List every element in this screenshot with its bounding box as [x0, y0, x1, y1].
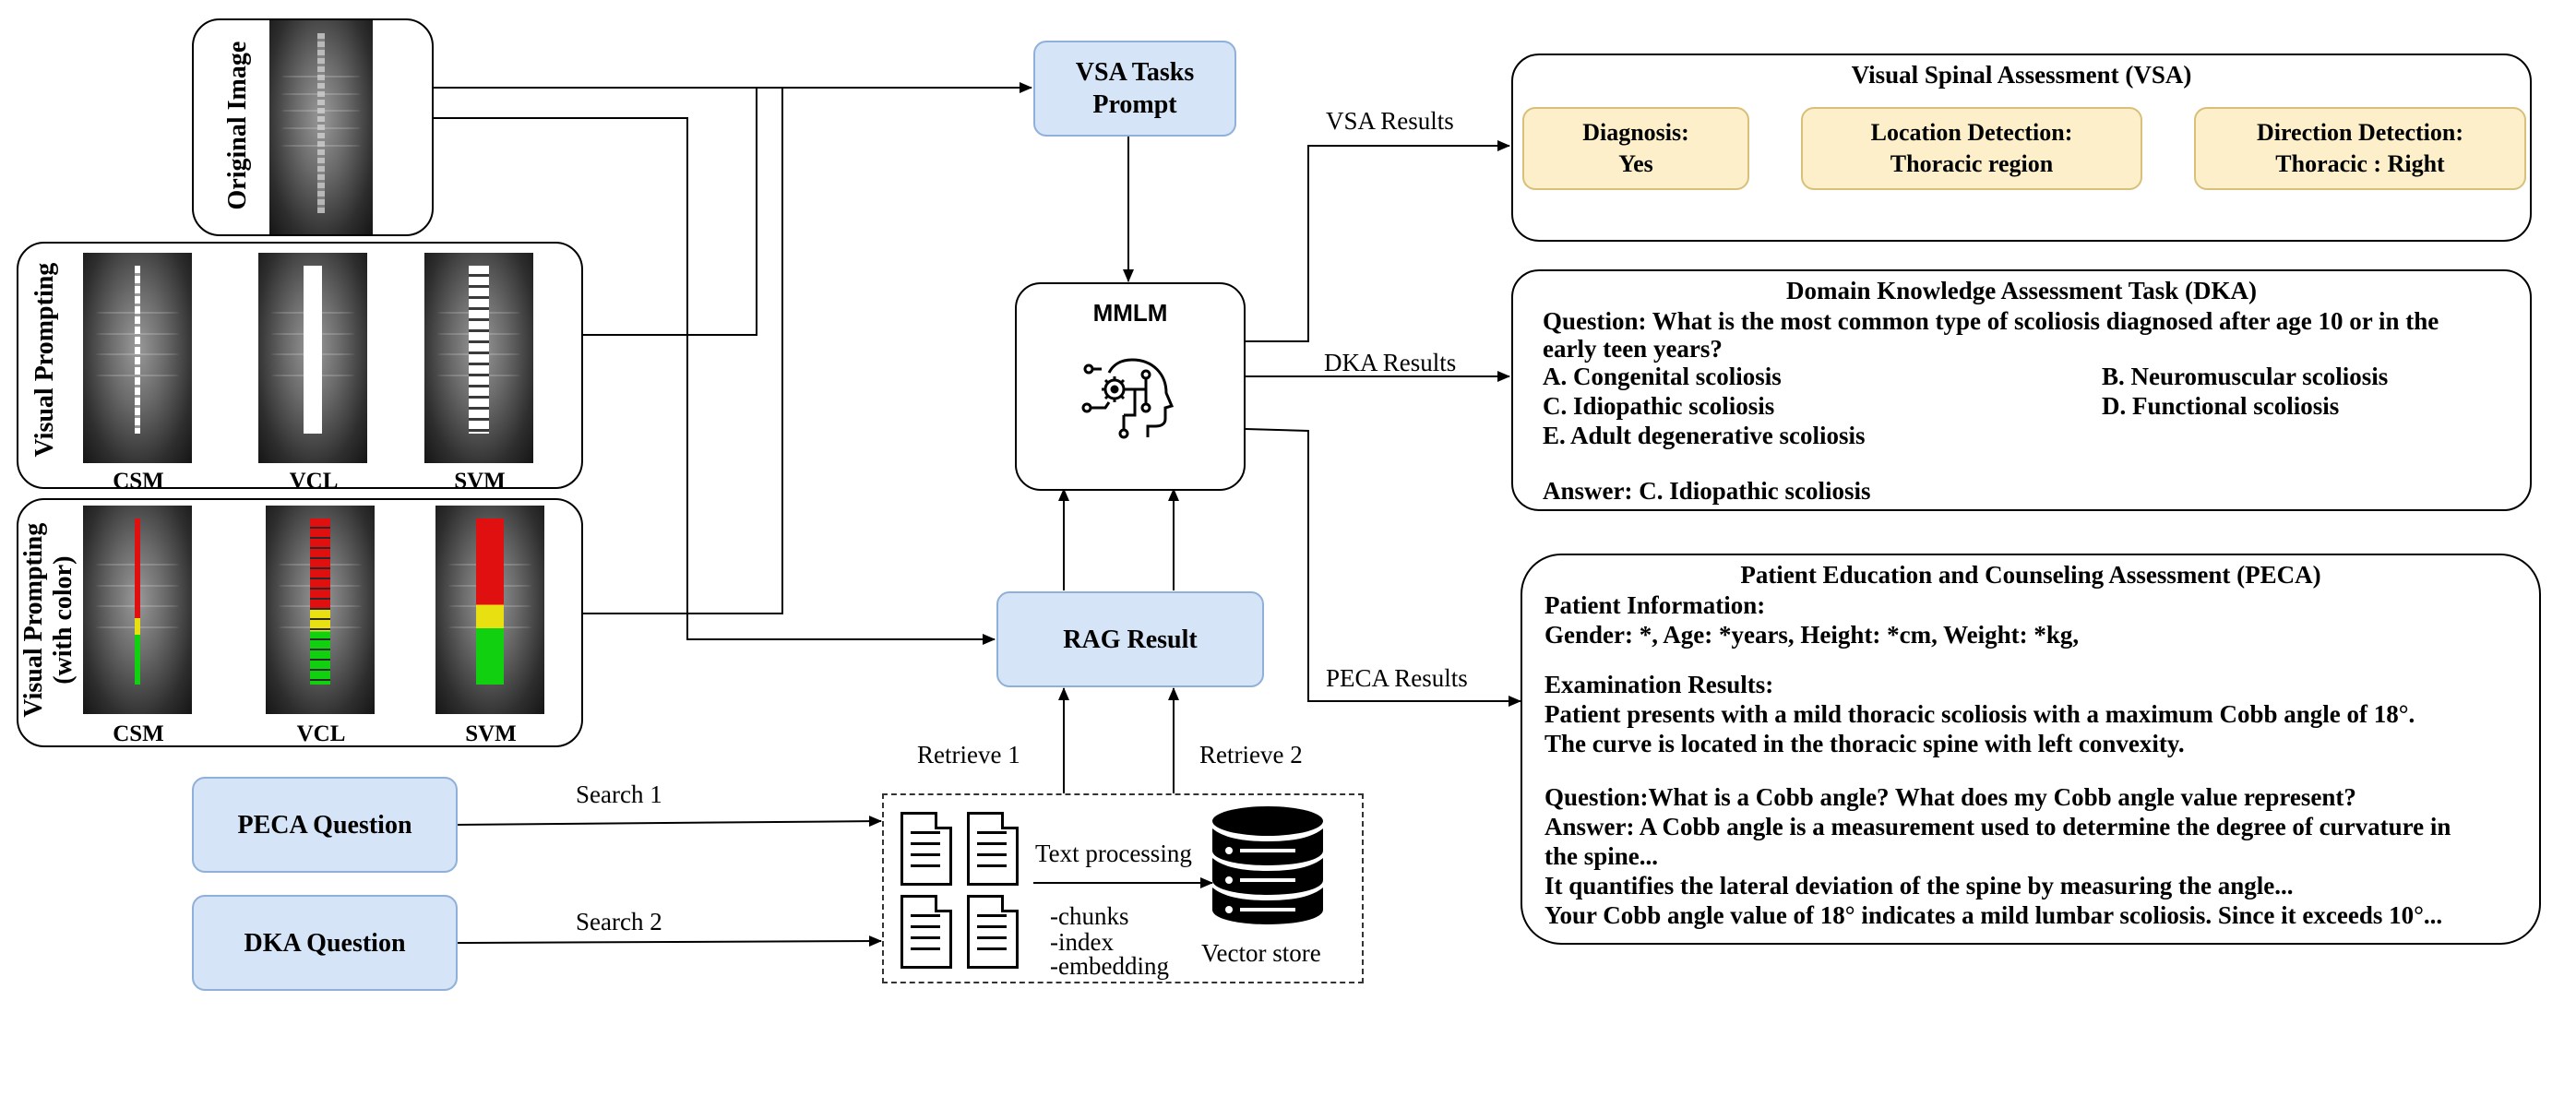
svm-xray-image [424, 253, 533, 463]
peca-results-label: PECA Results [1326, 664, 1468, 692]
dka-results-label: DKA Results [1324, 349, 1457, 376]
caption-vcl-color: VCL [296, 721, 346, 746]
dka-answer: Answer: C. Idiopathic scoliosis [1543, 477, 1871, 505]
peca-answer-line3: It quantifies the lateral deviation of t… [1544, 872, 2294, 899]
caption-vcl: VCL [289, 469, 339, 494]
dka-title: Domain Knowledge Assessment Task (DKA) [1785, 277, 2258, 304]
caption-svm: SVM [454, 469, 506, 494]
csm-color-xray-image [83, 506, 192, 714]
peca-panel: Patient Education and Counseling Assessm… [1521, 554, 2541, 945]
visual-prompting-color-label-line1: Visual Prompting [18, 522, 48, 718]
svm-color-xray-image [435, 506, 544, 714]
vcl-color-xray-image [266, 506, 375, 714]
caption-csm: CSM [113, 469, 164, 494]
vsa-results-label: VSA Results [1326, 107, 1454, 135]
peca-answer-line1: Answer: A Cobb angle is a measurement us… [1544, 813, 2451, 840]
dka-option-b: B. Neuromuscular scoliosis [2102, 363, 2389, 390]
dka-question-line2: early teen years? [1543, 335, 1723, 363]
vsa-panel: Visual Spinal Assessment (VSA) Diagnosis… [1511, 54, 2532, 242]
vsa-title: Visual Spinal Assessment (VSA) [1851, 61, 2192, 89]
vcl-xray-image [258, 253, 367, 463]
search-1-label: Search 1 [576, 780, 662, 808]
text-processing-label: Text processing [1035, 840, 1192, 867]
visual-prompting-color-label-line2: (with color) [49, 555, 78, 685]
peca-exam-line2: The curve is located in the thoracic spi… [1544, 730, 2185, 757]
peca-patient-info-heading: Patient Information: [1544, 591, 1766, 619]
original-image-panel: Original Image [192, 18, 434, 236]
location-value: Thoracic region [1890, 150, 2054, 177]
peca-patient-info: Gender: *, Age: *years, Height: *cm, Wei… [1544, 621, 2080, 649]
index-label: -index [1050, 928, 1114, 956]
peca-answer-line2: the spine... [1544, 842, 1659, 870]
vsa-prompt-line1: VSA Tasks [1075, 58, 1195, 87]
mmlm-label: MMLM [1092, 299, 1168, 327]
original-image-label: Original Image [222, 41, 252, 210]
peca-question-node: PECA Question [192, 777, 458, 873]
visual-prompting-color-panel: Visual Prompting (with color) CSM VCL SV… [17, 498, 583, 747]
dka-question-node: DKA Question [192, 895, 458, 991]
ai-head-icon [1081, 358, 1175, 439]
mmlm-node: MMLM [1015, 282, 1246, 491]
retrieve-1-label: Retrieve 1 [917, 741, 1020, 768]
document-icon-4 [967, 895, 1019, 969]
peca-exam-heading: Examination Results: [1544, 671, 1774, 698]
vsa-card-direction: Direction Detection: Thoracic : Right [2194, 107, 2526, 190]
database-icon [1212, 806, 1323, 924]
document-icon-1 [900, 812, 952, 886]
vsa-card-location: Location Detection: Thoracic region [1801, 107, 2142, 190]
diagnosis-heading: Diagnosis: [1582, 119, 1689, 147]
visual-prompting-label: Visual Prompting [30, 262, 59, 458]
visual-prompting-color-label: Visual Prompting (with color) [19, 505, 78, 735]
rag-result-node: RAG Result [996, 591, 1264, 687]
direction-value: Thoracic : Right [2275, 150, 2445, 177]
dka-option-e: E. Adult degenerative scoliosis [1543, 422, 1866, 449]
peca-title: Patient Education and Counseling Assessm… [1740, 561, 2321, 589]
caption-csm-color: CSM [113, 721, 164, 746]
vsa-prompt-line2: Prompt [1092, 90, 1177, 119]
dka-panel: Domain Knowledge Assessment Task (DKA) Q… [1511, 269, 2532, 511]
csm-xray-image [83, 253, 192, 463]
embedding-label: -embedding [1050, 952, 1169, 980]
vsa-card-diagnosis: Diagnosis: Yes [1522, 107, 1749, 190]
caption-svm-color: SVM [465, 721, 517, 746]
vector-store-label: Vector store [1201, 939, 1321, 967]
direction-heading: Direction Detection: [2256, 119, 2464, 147]
chunks-label: -chunks [1050, 902, 1129, 930]
search-2-label: Search 2 [576, 908, 662, 935]
diagnosis-value: Yes [1618, 150, 1653, 177]
location-heading: Location Detection: [1870, 119, 2073, 147]
dka-option-a: A. Congenital scoliosis [1543, 363, 1782, 390]
document-icon-3 [900, 895, 952, 969]
dka-question-line1: Question: What is the most common type o… [1543, 307, 2439, 335]
vsa-tasks-prompt-node: VSA Tasks Prompt [1033, 41, 1236, 137]
retrieve-2-label: Retrieve 2 [1199, 741, 1303, 768]
document-icon-2 [967, 812, 1019, 886]
peca-question: Question:What is a Cobb angle? What does… [1544, 783, 2356, 811]
visual-prompting-panel: Visual Prompting CSM VCL SVM [17, 242, 583, 494]
text-processing-store-group: Text processing -chunks -index -embeddin… [882, 793, 1364, 983]
peca-exam-line1: Patient presents with a mild thoracic sc… [1544, 700, 2415, 728]
peca-answer-line4: Your Cobb angle value of 18° indicates a… [1544, 901, 2443, 929]
original-xray-image [269, 20, 373, 234]
dka-option-c: C. Idiopathic scoliosis [1543, 392, 1775, 420]
dka-option-d: D. Functional scoliosis [2102, 392, 2340, 420]
